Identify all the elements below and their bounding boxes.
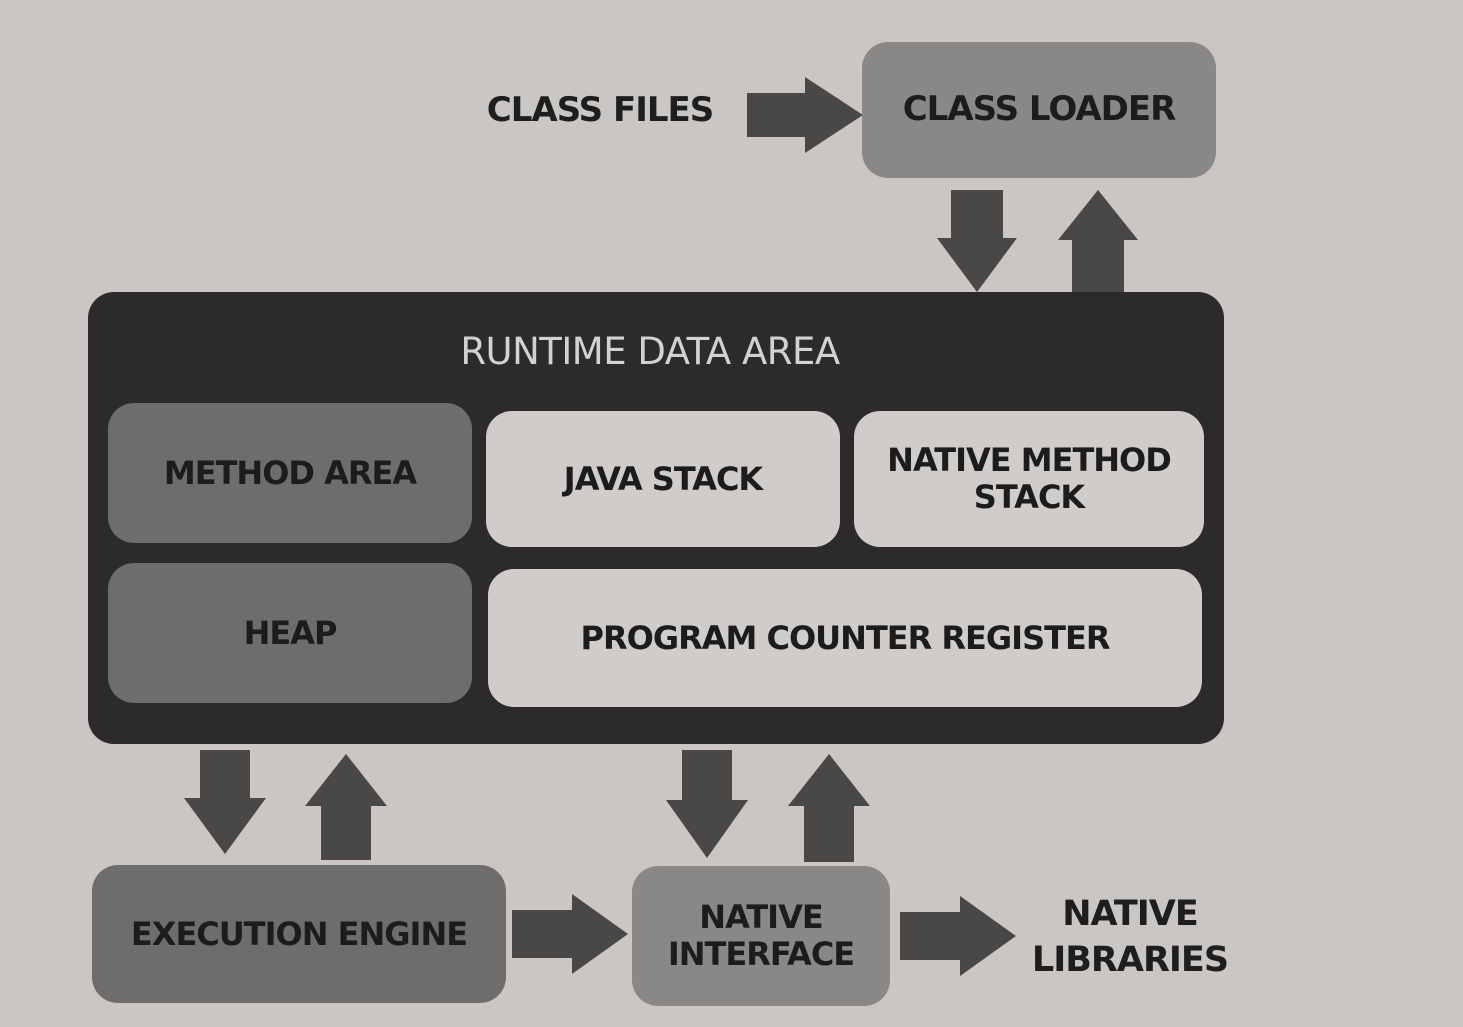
arrow-right-icon — [512, 894, 628, 974]
native-libraries-label: NATIVE LIBRARIES — [1031, 894, 1229, 980]
method-area-box: METHOD AREA — [108, 403, 472, 543]
execution-engine-label: EXECUTION ENGINE — [130, 914, 468, 953]
java-stack-box: JAVA STACK — [486, 411, 840, 547]
java-stack-label: JAVA STACK — [563, 459, 763, 498]
execution-engine-box: EXECUTION ENGINE — [92, 865, 506, 1003]
native-method-stack-box: NATIVE METHOD STACK — [854, 411, 1204, 547]
arrow-up-icon — [788, 754, 870, 862]
arrow-down-icon — [937, 190, 1017, 292]
runtime-data-area-title: RUNTIME DATA AREA — [460, 330, 840, 373]
native-interface-box: NATIVE INTERFACE — [632, 866, 890, 1006]
arrow-up-icon — [1058, 190, 1138, 292]
heap-label: HEAP — [243, 613, 338, 652]
class-loader-label: CLASS LOADER — [902, 89, 1177, 130]
arrow-down-icon — [184, 750, 266, 854]
method-area-label: METHOD AREA — [163, 453, 417, 492]
program-counter-register-box: PROGRAM COUNTER REGISTER — [488, 569, 1202, 707]
arrow-right-icon — [747, 77, 863, 153]
class-loader-box: CLASS LOADER — [862, 42, 1216, 178]
native-interface-label: NATIVE INTERFACE — [667, 898, 855, 973]
arrow-right-icon — [900, 896, 1016, 976]
class-files-label: CLASS FILES — [486, 90, 714, 130]
native-method-stack-label: NATIVE METHOD STACK — [887, 441, 1172, 516]
program-counter-register-label: PROGRAM COUNTER REGISTER — [580, 618, 1111, 657]
heap-box: HEAP — [108, 563, 472, 703]
arrow-down-icon — [666, 750, 748, 858]
arrow-up-icon — [305, 754, 387, 860]
